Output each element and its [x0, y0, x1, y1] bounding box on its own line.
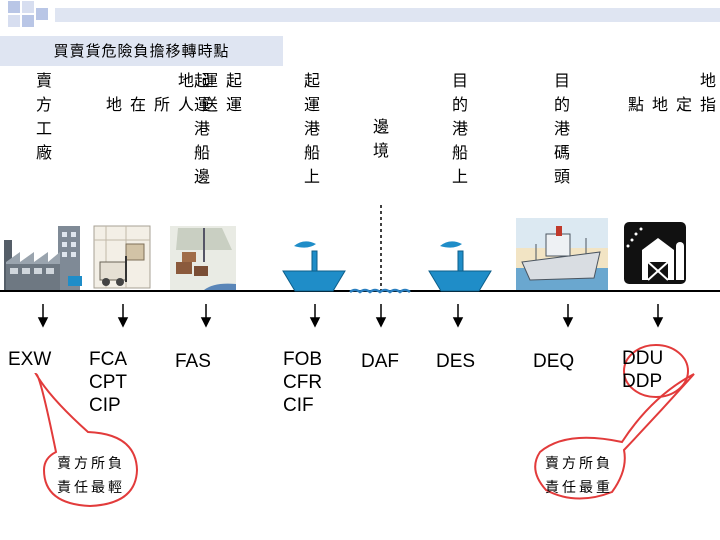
location-origin-port-shipside: 起運港船邊: [191, 72, 210, 192]
callout-lightest-text: 賣方所負 責任最輕: [57, 456, 125, 496]
location-buyer-place: 目買 的方 地指 定 地 點: [625, 72, 716, 120]
forklift-icon: [93, 225, 151, 289]
term-daf: DAF: [361, 351, 399, 372]
corner-decoration: [8, 1, 720, 27]
location-origin-place: 起運 運送 地人 所 在 地: [103, 72, 242, 120]
ship-destination-icon: [428, 241, 492, 292]
location-origin-port-onboard: 起運港船上: [301, 72, 320, 192]
location-dest-port-onboard: 目的港船上: [449, 72, 468, 192]
callout-lightest-bubble: [34, 372, 139, 508]
term-exw: EXW: [8, 349, 52, 370]
term-arrows: [37, 304, 664, 328]
term-fca-cpt-cip: FCA CPT CIP: [89, 349, 127, 416]
term-des: DES: [436, 351, 476, 372]
callout-heaviest-text: 賣方所負 責任最重: [545, 456, 613, 496]
term-fas: FAS: [175, 351, 211, 372]
factory-icon: [4, 226, 82, 292]
location-seller-factory: 賣方工廠: [33, 72, 52, 168]
location-border: 邊境: [370, 118, 389, 166]
location-dest-port-quay: 目的港碼頭: [551, 72, 570, 192]
title-banner: [0, 36, 283, 66]
water-wave: [349, 288, 411, 294]
cargo-ship-quay-icon: [516, 218, 608, 290]
term-deq: DEQ: [533, 351, 575, 372]
ship-origin-icon: [282, 241, 346, 292]
term-ddu-ddp: DDU DDP: [622, 348, 664, 392]
term-fob-cfr-cif: FOB CFR CIF: [283, 349, 323, 416]
dockside-cargo-icon: [170, 226, 236, 290]
callout-heaviest-bubble: [534, 373, 695, 500]
page-title: 買賣貨危險負擔移轉時點: [53, 42, 230, 60]
ddu-ddp-highlight: [623, 344, 689, 398]
barn-icon: [624, 222, 686, 284]
